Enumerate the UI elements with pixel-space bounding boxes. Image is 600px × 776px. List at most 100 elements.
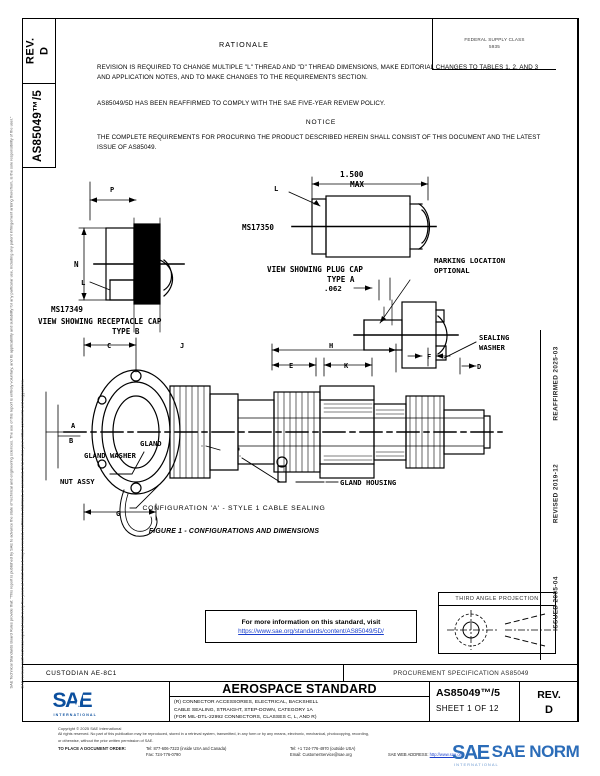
dim-letter-f: F — [427, 353, 431, 361]
dates-column: ISSUED 2005-04 REVISED 2019-12 REAFFIRME… — [546, 330, 560, 660]
revision-value: D — [545, 703, 553, 716]
figure-caption: FIGURE 1 - CONFIGURATIONS AND DIMENSIONS — [148, 528, 320, 535]
third-angle-projection-box: THIRD ANGLE PROJECTION — [438, 592, 556, 654]
plug-cap-dim-value: 1.500 — [340, 170, 364, 179]
rev-stub: REV. D — [22, 18, 56, 84]
rights-line-2: or otherwise, without the prior written … — [58, 738, 154, 743]
custodian-row: CUSTODIAN AE-8C1 PROCUREMENT SPECIFICATI… — [22, 664, 578, 682]
document-number: AS85049™/5 — [436, 687, 501, 699]
more-information-box: For more information on this standard, v… — [205, 610, 417, 643]
document-number-stub-value: AS85049™/5 — [32, 89, 45, 162]
sae-logo: SAE INTERNATIONAL — [52, 689, 139, 717]
callout-gland: GLAND — [140, 439, 162, 448]
rationale-heading: RATIONALE — [218, 40, 270, 49]
sheet-right-rule — [578, 18, 579, 722]
receptacle-cap-leader-n: N — [74, 260, 79, 269]
fsc-label: FEDERAL SUPPLY CLASS — [464, 36, 525, 42]
order-label: TO PLACE A DOCUMENT ORDER: — [58, 745, 127, 751]
standard-link[interactable]: https://www.sae.org/standards/content/AS… — [238, 628, 384, 635]
receptacle-cap-leader-l: L — [81, 278, 86, 287]
logo-slash-2 — [100, 690, 112, 714]
sealing-washer-label-1: SEALING — [479, 333, 509, 342]
rights-line-1: All rights reserved. No part of this pub… — [58, 732, 369, 736]
dim-letter-h: H — [329, 342, 333, 350]
projection-symbol — [447, 610, 551, 650]
legal-line-1: SAE Technical Standards Board Rules prov… — [8, 116, 14, 689]
rationale-paragraph-1: REVISION IS REQUIRED TO CHANGE MULTIPLE … — [97, 64, 539, 82]
dim-letter-b: B — [69, 437, 73, 445]
desc-line-3: (FOR MIL-DTL-22992 CONNECTORS, CLASSES C… — [174, 715, 317, 721]
document-number-cell: AS85049™/5 SHEET 1 OF 12 — [430, 682, 520, 722]
order-info: TO PLACE A DOCUMENT ORDER: Tel: 877-606-… — [58, 746, 558, 762]
rev-stub-value: D — [38, 46, 51, 55]
dim-letter-k: K — [344, 362, 349, 370]
notice-paragraph: THE COMPLETE REQUIREMENTS FOR PROCURING … — [97, 134, 541, 152]
receptacle-cap-caption-1: VIEW SHOWING RECEPTACLE CAP — [38, 317, 162, 326]
copyright-line: Copyright © 2025 SAE International — [58, 726, 122, 731]
dim-letter-d: D — [477, 363, 481, 371]
rev-stub-label: REV. — [24, 37, 37, 64]
legal-notice-vertical: SAE Technical Standards Board Rules prov… — [2, 116, 25, 689]
receptacle-cap-caption-2: TYPE B — [112, 327, 140, 336]
federal-supply-class-box: FEDERAL SUPPLY CLASS 5935 — [432, 18, 556, 70]
callout-nut-assy: NUT ASSY — [60, 477, 95, 486]
revision-label: REV. — [537, 688, 561, 701]
sealing-washer-callout — [443, 341, 477, 359]
title-description: (R) CONNECTOR ACCESSORIES, ELECTRICAL, B… — [170, 697, 429, 722]
watermark-text: SAE NORM — [491, 742, 580, 761]
web-label: SAE WEB ADDRESS: — [388, 751, 429, 757]
dim-letter-a: A — [71, 422, 76, 430]
marking-label-2: OPTIONAL — [434, 266, 470, 275]
plug-cap-leader-l: L — [274, 184, 279, 193]
aerospace-standard-title: AEROSPACE STANDARD — [170, 682, 429, 697]
receptacle-cap-view — [78, 217, 185, 333]
watermark-subtext: INTERNATIONAL — [454, 762, 499, 767]
footer-fine-print: Copyright © 2025 SAE International All r… — [58, 726, 558, 762]
desc-line-1: (R) CONNECTOR ACCESSORIES, ELECTRICAL, B… — [174, 700, 319, 705]
title-description-cell: AEROSPACE STANDARD (R) CONNECTOR ACCESSO… — [170, 682, 430, 722]
marking-dim-062: .062 — [324, 284, 342, 293]
dim-letter-p: P — [110, 186, 114, 194]
plug-cap-view — [288, 176, 437, 258]
rationale-paragraph-2: AS85049/5D HAS BEEN REAFFIRMED TO COMPLY… — [97, 100, 386, 107]
plug-cap-part-number: MS17350 — [242, 223, 274, 232]
dim-letter-e: E — [289, 362, 293, 370]
revision-cell: REV. D — [520, 682, 578, 722]
fax-number: Fax: 724-776-0790 — [146, 751, 181, 757]
dates-rule — [540, 330, 541, 660]
sae-norm-watermark: SAE SAE NORM INTERNATIONAL — [452, 742, 600, 772]
procurement-spec-label: PROCUREMENT SPECIFICATION AS85049 — [393, 669, 529, 677]
document-number-stub: AS85049™/5 — [22, 84, 56, 168]
date-reaffirmed: REAFFIRMED 2025-03 — [552, 346, 560, 421]
tel-international: Tel: +1 724-776-4970 (outside USA) — [290, 745, 356, 751]
plug-cap-caption-2: TYPE A — [327, 275, 355, 284]
web-url: http://www.sae.org — [429, 751, 464, 757]
plug-cap-caption-1: VIEW SHOWING PLUG CAP — [267, 265, 363, 274]
sae-logo-subtext: INTERNATIONAL — [53, 713, 97, 717]
sealing-washer-label-2: WASHER — [479, 343, 506, 352]
title-block: SAE INTERNATIONAL AEROSPACE STANDARD (R)… — [22, 682, 578, 722]
sae-logo-text: SAE — [52, 689, 93, 712]
configuration-caption: CONFIGURATION 'A' - STYLE 1 CABLE SEALIN… — [142, 505, 326, 512]
fsc-value: 5935 — [488, 43, 501, 49]
email-address: Email: CustomerService@sae.org — [290, 751, 352, 757]
marking-location-view — [353, 277, 459, 369]
tel-usa: Tel: 877-606-7323 (inside USA and Canada… — [146, 745, 227, 751]
projection-title: THIRD ANGLE PROJECTION — [439, 593, 555, 606]
sheet-number: SHEET 1 OF 12 — [436, 704, 499, 713]
sheet-border — [22, 18, 578, 722]
dim-letter-j: J — [180, 342, 184, 350]
callout-gland-washer: GLAND WASHER — [84, 451, 137, 460]
dim-letter-g: G — [116, 510, 120, 518]
web-address: SAE WEB ADDRESS: http://www.sae.org — [388, 752, 463, 757]
desc-line-2: CABLE SEALING, STRAIGHT, STEP-DOWN, CATE… — [174, 707, 313, 713]
sae-logo-cell: SAE INTERNATIONAL — [22, 682, 170, 722]
plug-cap-dim-max: MAX — [350, 180, 364, 189]
custodian-label: CUSTODIAN AE-8C1 — [22, 665, 344, 681]
watermark-logo: SAE — [452, 742, 490, 764]
notice-heading: NOTICE — [305, 119, 337, 126]
callout-gland-housing: GLAND HOUSING — [340, 478, 396, 487]
engineering-drawing: L 1.500 MAX MS17350 VIEW SHOWING PLUG CA… — [24, 160, 554, 560]
dim-letter-c: C — [107, 342, 111, 350]
